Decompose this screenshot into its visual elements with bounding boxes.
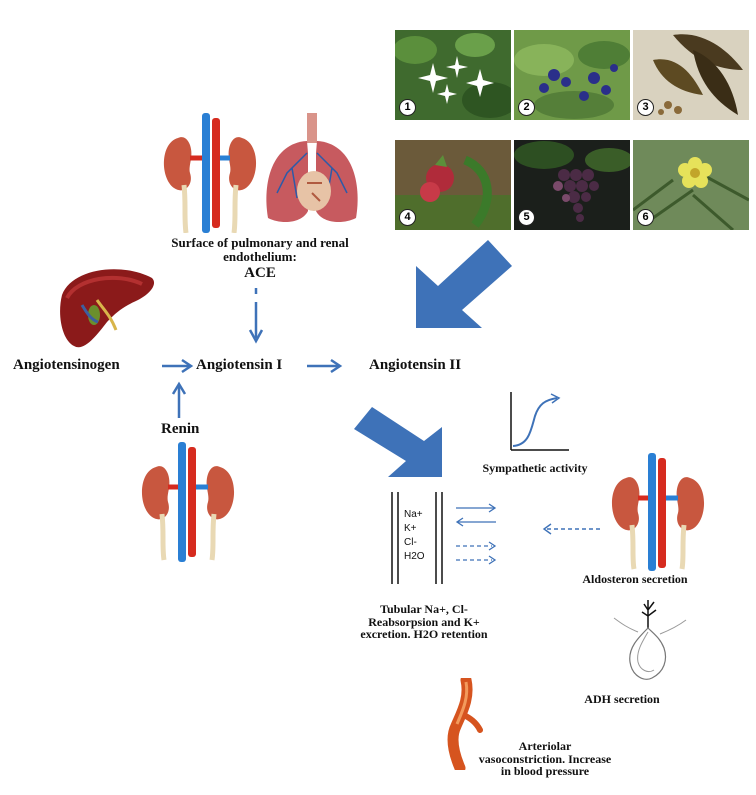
- tubule-ion-k: K+: [404, 523, 417, 534]
- adh-secretion-label: ADH secretion: [584, 692, 660, 706]
- angiotensin2-effects-big-arrow: [354, 407, 442, 477]
- plants-inhibition-big-arrow: [416, 240, 512, 328]
- endothelium-surface-label: Surface of pulmonary and renal endotheli…: [171, 235, 349, 264]
- renin-label: Renin: [161, 421, 200, 437]
- lungs-heart-illustration: [266, 113, 358, 223]
- kidney-illustration-left: [141, 442, 235, 562]
- angiotensinogen-to-angiotensin1-arrow: [162, 358, 194, 374]
- photo-number-badge: 2: [518, 99, 535, 116]
- plant-photo-5: 5: [514, 140, 630, 230]
- tubule-ion-h2o: H2O: [404, 551, 425, 562]
- aldosteron-secretion-label: Aldosteron secretion: [582, 572, 688, 586]
- photo-number-badge: 3: [637, 99, 654, 116]
- arteriolar-vasoconstriction-label: Arteriolar vasoconstriction. Increase in…: [478, 739, 612, 779]
- angiotensinogen-label: Angiotensinogen: [13, 357, 120, 373]
- kidney-illustration-right: [611, 453, 705, 571]
- renal-tubule-illustration: [391, 492, 443, 584]
- tubule-ion-cl: Cl-: [404, 537, 417, 548]
- photo-number-badge: 5: [518, 209, 535, 226]
- photo-number-badge: 6: [637, 209, 654, 226]
- angiotensin1-label: Angiotensin I: [196, 357, 283, 373]
- angiotensin2-label: Angiotensin II: [369, 357, 462, 373]
- tubule-ion-na: Na+: [404, 509, 423, 520]
- angiotensin1-to-angiotensin2-arrow: [307, 358, 343, 374]
- plant-photo-3: 3: [633, 30, 749, 120]
- sympathetic-activity-label: Sympathetic activity: [482, 461, 588, 475]
- ace-label: ACE: [244, 265, 276, 281]
- photo-number-badge: 4: [399, 209, 416, 226]
- aldosteron-to-tubule-arrow: [542, 523, 600, 535]
- tubular-reabsorption-label: Tubular Na+, Cl- Reabsorpsion and K+ exc…: [360, 602, 488, 642]
- plant-photo-1: 1: [395, 30, 511, 120]
- renin-to-angiotensin1-arrow: [171, 381, 187, 418]
- plant-photo-6: 6: [633, 140, 749, 230]
- tubule-transport-arrows: [455, 503, 497, 565]
- plant-photo-2: 2: [514, 30, 630, 120]
- artery-illustration: [447, 678, 483, 770]
- pituitary-gland-illustration: [613, 600, 687, 680]
- plant-photo-4: 4: [395, 140, 511, 230]
- liver-illustration: [60, 269, 155, 348]
- kidney-illustration-top: [163, 113, 257, 233]
- ace-to-angiotensin-arrow: [248, 288, 264, 344]
- sympathetic-activity-curve: [510, 392, 569, 451]
- photo-number-badge: 1: [399, 99, 416, 116]
